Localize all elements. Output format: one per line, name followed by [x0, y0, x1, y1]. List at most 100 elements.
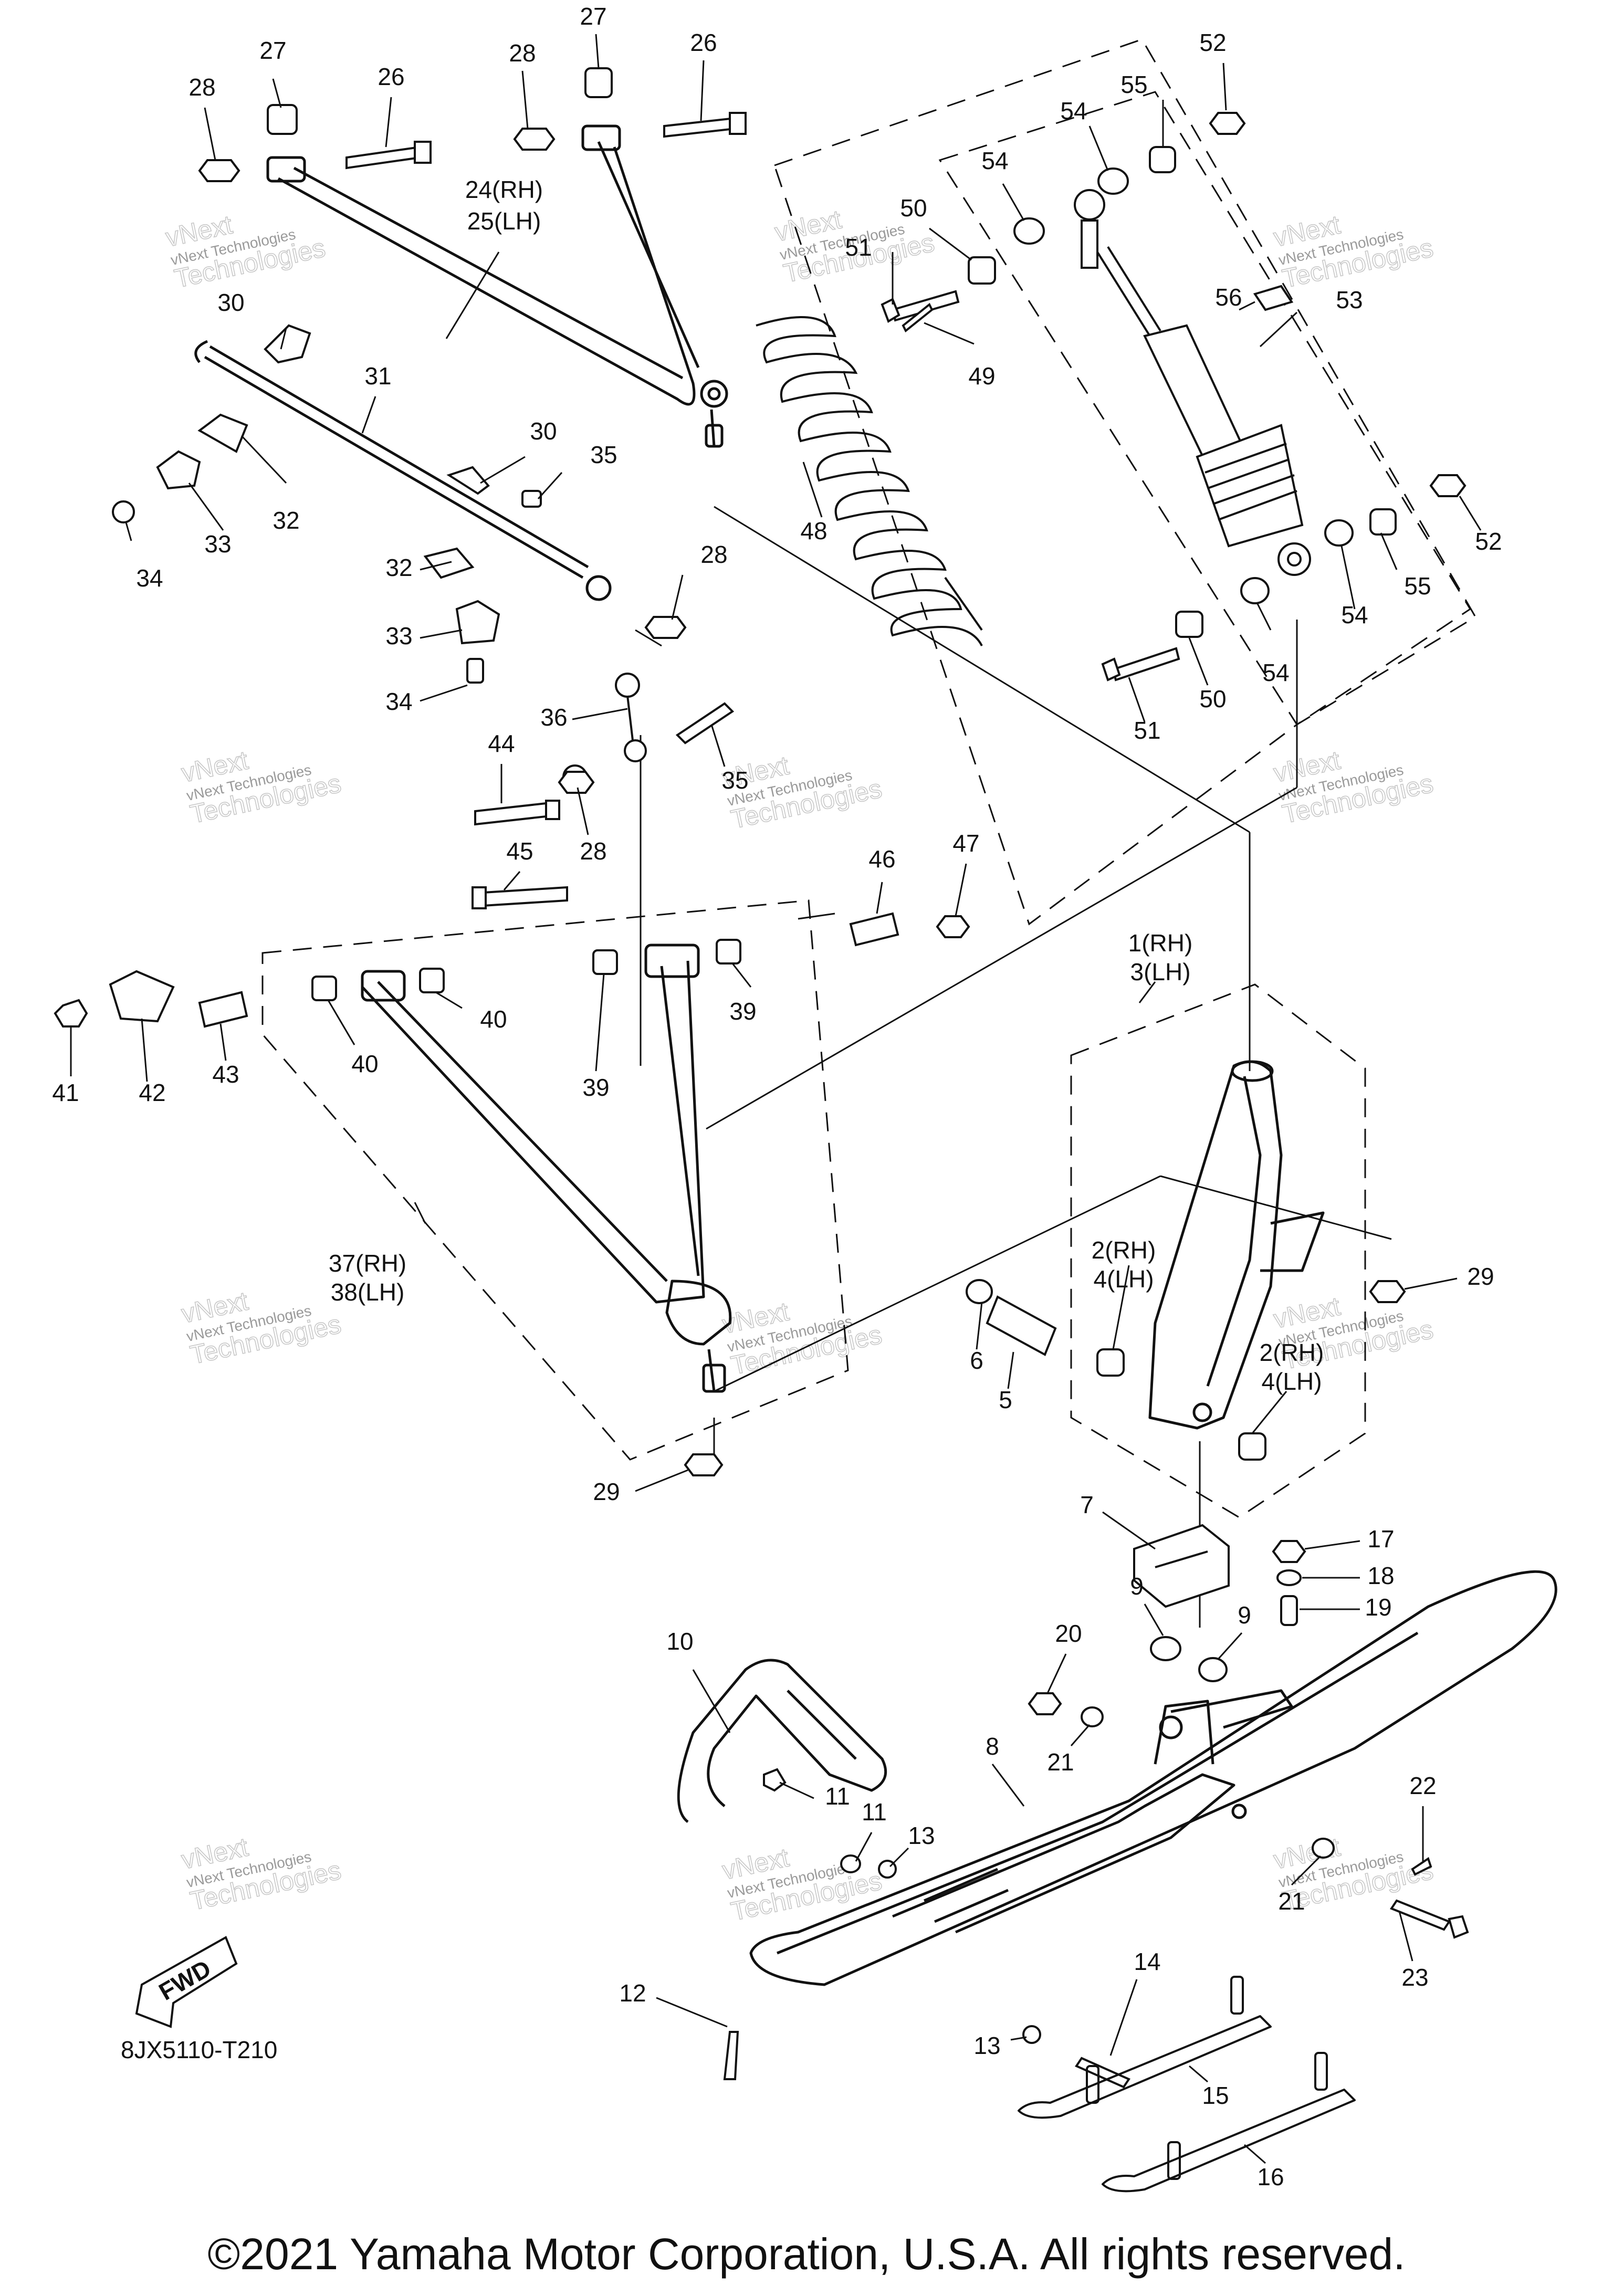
- sway-bar-hardware: [112, 324, 687, 684]
- callout-8: 8: [986, 1733, 999, 1760]
- callout-54: 54: [1060, 97, 1087, 124]
- callout-28: 28: [188, 74, 215, 101]
- bushing-9: [1198, 1657, 1228, 1682]
- leader-line: [1380, 532, 1398, 570]
- callout-54: 54: [981, 147, 1008, 174]
- bushing-39: [592, 949, 618, 975]
- bolt-head: [545, 800, 560, 820]
- bolt-23: [1389, 1899, 1451, 1931]
- leader-line: [1256, 603, 1272, 631]
- bushing-39: [716, 939, 741, 964]
- leader-line: [1459, 496, 1482, 531]
- leader-line: [280, 328, 287, 350]
- callout-13: 13: [908, 1822, 935, 1849]
- bushing-40: [311, 976, 337, 1001]
- bolt-34: [466, 658, 484, 684]
- bushing-55: [1149, 146, 1176, 173]
- callout-26: 26: [378, 63, 404, 90]
- callout-27: 27: [580, 3, 606, 30]
- fwd-arrow-icon: FWD: [135, 1936, 238, 2028]
- bolt-head: [729, 112, 747, 135]
- callout-22: 22: [1409, 1772, 1436, 1799]
- leader-line: [1007, 1351, 1014, 1389]
- leader-line: [855, 1832, 873, 1862]
- bushing-27: [584, 67, 613, 98]
- leader-line: [572, 708, 628, 720]
- bolt-45: [482, 886, 568, 907]
- shock-hardware: [881, 112, 1467, 682]
- bracket-30: [264, 324, 311, 364]
- callout-27: 27: [259, 37, 286, 64]
- callout-11: 11: [825, 1783, 850, 1810]
- leader-line: [1404, 1277, 1458, 1290]
- bolt-35: [675, 702, 735, 745]
- callout-54: 54: [1341, 601, 1368, 628]
- leader-line: [1259, 311, 1298, 348]
- spindle-box: [1070, 983, 1366, 1518]
- leader-line: [700, 60, 705, 121]
- leader-line: [1304, 1540, 1360, 1550]
- callout-33: 33: [385, 622, 412, 649]
- callout-2-rh: 2(RH): [1092, 1236, 1156, 1264]
- watermark: vNext vNext Technologies Technologies: [163, 209, 328, 294]
- callout-21: 21: [1278, 1888, 1305, 1915]
- callout-49: 49: [968, 362, 995, 390]
- leader-line: [361, 396, 376, 434]
- bolt-head: [1448, 1915, 1469, 1939]
- bushing-55: [1369, 508, 1397, 536]
- callout-40: 40: [480, 1005, 507, 1033]
- callout-2-rh: 2(RH): [1260, 1339, 1324, 1366]
- shock-assembly-box: [773, 38, 1477, 926]
- leader-line: [385, 97, 392, 148]
- callout-44: 44: [488, 730, 515, 757]
- bolt-26: [345, 145, 421, 170]
- leader-line: [1244, 2144, 1266, 2164]
- callout-labels: 27 26 28 27 28 26 52 55 54 54 50 51 24(R…: [52, 3, 1502, 2190]
- callout-11: 11: [862, 1798, 887, 1826]
- leader-line: [420, 684, 468, 702]
- callout-45: 45: [506, 837, 533, 865]
- callout-12: 12: [619, 1979, 646, 2007]
- leader-line: [731, 963, 752, 988]
- leader-line: [1217, 1632, 1243, 1660]
- callout-6: 6: [970, 1347, 983, 1374]
- leader-line: [1088, 125, 1109, 171]
- callout-16: 16: [1257, 2163, 1284, 2190]
- callout-24-rh: 24(RH): [465, 176, 543, 203]
- leader-line: [414, 1202, 426, 1224]
- ski-handle: [677, 1659, 887, 1823]
- leader-line: [420, 561, 452, 571]
- leader-line: [204, 107, 216, 161]
- washer-6: [966, 1279, 993, 1304]
- leader-line: [1002, 183, 1025, 221]
- bolt-head: [414, 141, 432, 164]
- leader-line: [692, 1669, 731, 1733]
- bushing-9: [1150, 1636, 1181, 1661]
- pin-22: [1411, 1857, 1432, 1876]
- callout-23: 23: [1401, 1964, 1428, 1991]
- leader-line: [976, 1302, 983, 1350]
- callout-35: 35: [721, 767, 748, 794]
- leader-line: [671, 574, 684, 620]
- leader-line: [1109, 1979, 1138, 2056]
- callout-1-rh: 1(RH): [1128, 929, 1193, 957]
- nut-28: [198, 159, 240, 182]
- washer-21: [1312, 1838, 1335, 1859]
- leader-line: [779, 1781, 814, 1799]
- nut-52: [1429, 474, 1467, 497]
- callout-47: 47: [952, 830, 979, 857]
- leader-line: [991, 1764, 1025, 1807]
- callout-35: 35: [590, 441, 617, 468]
- bushing-19: [1280, 1595, 1298, 1626]
- bolt-head: [472, 886, 487, 909]
- leader-line: [141, 1018, 148, 1082]
- shock-inner-box: [938, 91, 1472, 726]
- bushing-2: [1238, 1432, 1266, 1461]
- leader-line: [876, 882, 883, 914]
- washer-54: [1240, 577, 1270, 604]
- callout-14: 14: [1134, 1948, 1160, 1975]
- shock-absorber: [1074, 189, 1311, 576]
- upper-a-arm: [266, 124, 728, 448]
- guide-line: [714, 506, 1250, 833]
- callout-39: 39: [582, 1074, 609, 1101]
